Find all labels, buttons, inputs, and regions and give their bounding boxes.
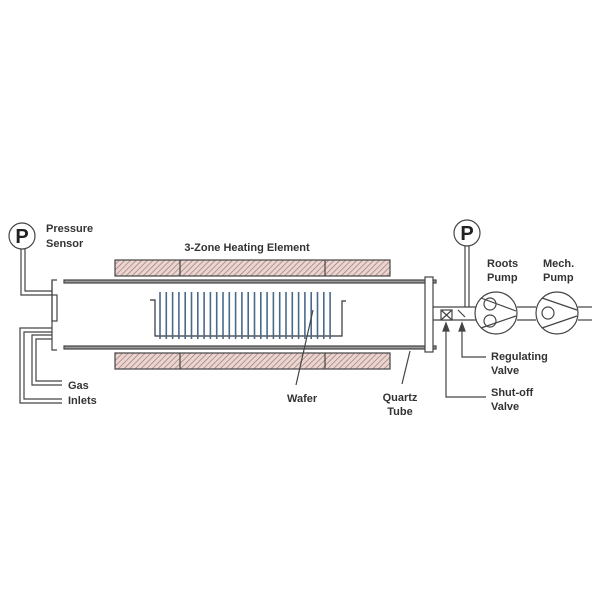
mech-pump-icon [535,291,579,335]
tube-flange-right [424,276,434,353]
pressure-sensor-label-1: Pressure [46,223,93,235]
heating-element-bottom [114,352,391,370]
mech-pump-label-1: Mech. [543,258,574,270]
heating-element-title: 3-Zone Heating Element [184,242,310,254]
pressure-sensor-right-icon [453,219,481,247]
quartz-tube-label-1: Quartz [383,392,418,404]
regulating-valve-icon [457,309,466,318]
regulating-valve-label-2: Valve [491,365,519,377]
pressure-symbol-right: P [460,223,473,245]
mech-pump-label-2: Pump [543,272,574,284]
quartz-tube-top [63,279,437,284]
regulating-valve-label-1: Regulating [491,351,548,363]
quartz-tube-label-2: Tube [387,406,412,418]
roots-pump-label-2: Pump [487,272,518,284]
shutoff-valve-label-2: Valve [491,401,519,413]
gas-inlet-line-1 [19,327,62,404]
shutoff-valve-label-1: Shut-off [491,387,533,399]
heating-element-top [114,259,391,277]
pressure-symbol-left: P [15,226,28,248]
pressure-sensor-left-icon [8,222,36,250]
wafer-label: Wafer [287,393,318,405]
roots-pump-label-1: Roots [487,258,518,270]
quartz-tube-bottom [63,345,437,350]
gas-inlets-label-2: Inlets [68,395,97,407]
roots-pump-icon [474,291,518,335]
gas-inlets-label-1: Gas [68,380,89,392]
wafer-boat [150,292,346,339]
gas-inlet-line-2 [31,334,62,386]
pressure-sensor-label-2: Sensor [46,238,84,250]
